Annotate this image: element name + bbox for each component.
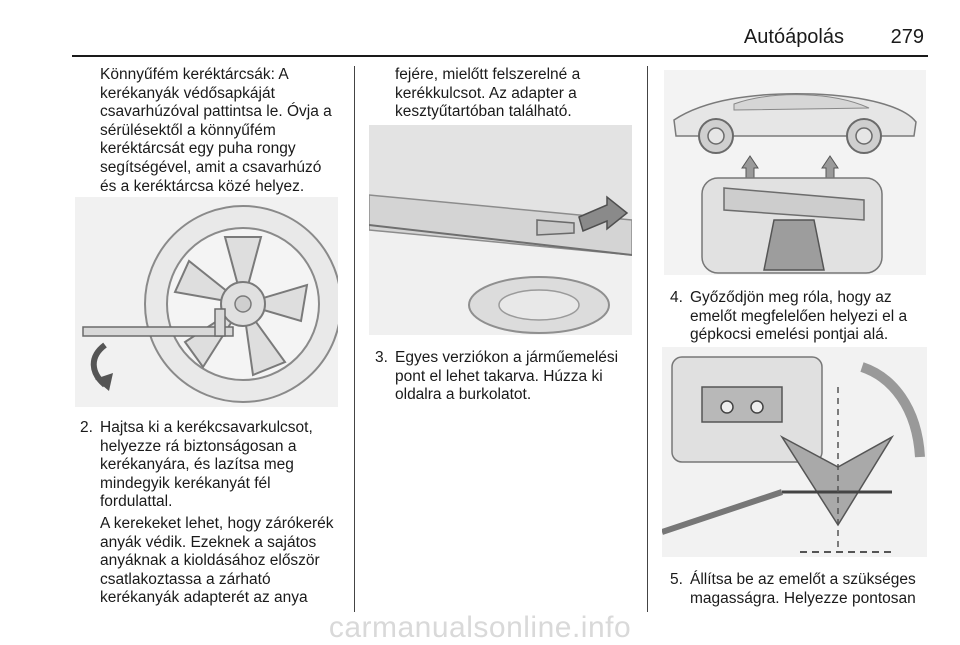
figure-lift-cover	[369, 125, 632, 335]
text-line: magasságra. Helyezze pontosan	[690, 589, 916, 607]
page-title: Autóápolás	[743, 26, 844, 48]
step-text: Győződjön meg róla, hogy az emelőt megfe…	[690, 289, 907, 345]
text-line: fejére, mielőtt felszerelné a	[395, 66, 581, 83]
text-line: fordulattal.	[100, 493, 173, 511]
text-line: oldalra a burkolatot.	[395, 386, 532, 404]
text-line: kesztyűtartóban található.	[395, 103, 572, 121]
text-line: Állítsa be az emelőt a szükséges	[690, 571, 916, 588]
step-number: 2.	[80, 419, 93, 436]
step-3: 3. Egyes verziókon a járműemelési pont e…	[375, 349, 640, 409]
lift-cover-illustration	[369, 125, 632, 334]
step-text: Állítsa be az emelőt a szükséges magassá…	[690, 571, 916, 608]
text-line: anyáknak a kioldásához először	[100, 552, 320, 570]
figure-jack-position	[662, 347, 927, 557]
page-number: 279	[890, 26, 924, 48]
page-header: Autóápolás 279	[72, 22, 928, 57]
col1-intro: Könnyűfém keréktárcsák: A kerékanyák véd…	[100, 66, 350, 196]
text-line: kerékanyák védősapkáját	[100, 84, 275, 102]
text-line: mindegyik kerékanyát fél	[100, 474, 271, 492]
figure-car-lift-points	[664, 70, 926, 275]
jack-position-illustration	[662, 356, 925, 553]
text-line: kerékanyára, és lazítsa meg	[100, 456, 294, 474]
step-number: 4.	[670, 289, 683, 306]
step-number: 3.	[375, 349, 388, 366]
text-line: keréktárcsát egy puha rongy	[100, 140, 296, 158]
text-line: és a keréktárcsa közé helyez.	[100, 177, 305, 195]
text-line: sérülésektől a könnyűfém	[100, 121, 276, 139]
column-divider-1	[354, 66, 355, 612]
figure-wheel-wrench	[75, 197, 338, 407]
text-line: emelőt megfelelően helyezi el a	[690, 307, 908, 325]
header-rule	[72, 55, 928, 57]
col1-paragraph: A kerekeket lehet, hogy zárókerék anyák …	[100, 515, 352, 608]
text-line: kerékkulcsot. Az adapter a	[395, 84, 577, 102]
watermark: carmanualsonline.info	[328, 611, 632, 644]
step-text: Hajtsa ki a kerékcsavarkulcsot, helyezze…	[100, 419, 313, 512]
step-4: 4. Győződjön meg róla, hogy az emelőt me…	[670, 289, 932, 349]
col2-intro: fejére, mielőtt felszerelné a kerékkulcs…	[395, 66, 640, 122]
text-line: Könnyűfém keréktárcsák: A	[100, 66, 289, 83]
step-2: 2. Hajtsa ki a kerékcsavarkulcsot, helye…	[80, 419, 350, 514]
text-line: segítségével, amit a csavarhúzó	[100, 158, 322, 176]
wheel-wrench-illustration	[82, 205, 338, 403]
text-line: Egyes verziókon a járműemelési	[395, 349, 619, 366]
text-line: A kerekeket lehet, hogy zárókerék	[100, 515, 334, 532]
text-line: gépkocsi emelési pontjai alá.	[690, 326, 889, 344]
step-5: 5. Állítsa be az emelőt a szükséges maga…	[670, 571, 932, 611]
step-number: 5.	[670, 571, 683, 588]
column-divider-2	[647, 66, 648, 612]
car-lift-points-illustration	[673, 92, 917, 274]
text-line: Hajtsa ki a kerékcsavarkulcsot,	[100, 419, 313, 436]
text-line: csatlakoztassa a zárható	[100, 570, 271, 588]
text-line: csavarhúzóval pattintsa le. Óvja a	[100, 103, 332, 121]
text-line: pont el lehet takarva. Húzza ki	[395, 367, 603, 385]
text-line: kerékanyák adapterét az anya	[100, 589, 308, 607]
step-text: Egyes verziókon a járműemelési pont el l…	[395, 349, 618, 405]
text-line: helyezze rá biztonságosan a	[100, 437, 297, 455]
text-line: anyák védik. Ezeknek a sajátos	[100, 533, 317, 551]
text-line: Győződjön meg róla, hogy az	[690, 289, 892, 306]
